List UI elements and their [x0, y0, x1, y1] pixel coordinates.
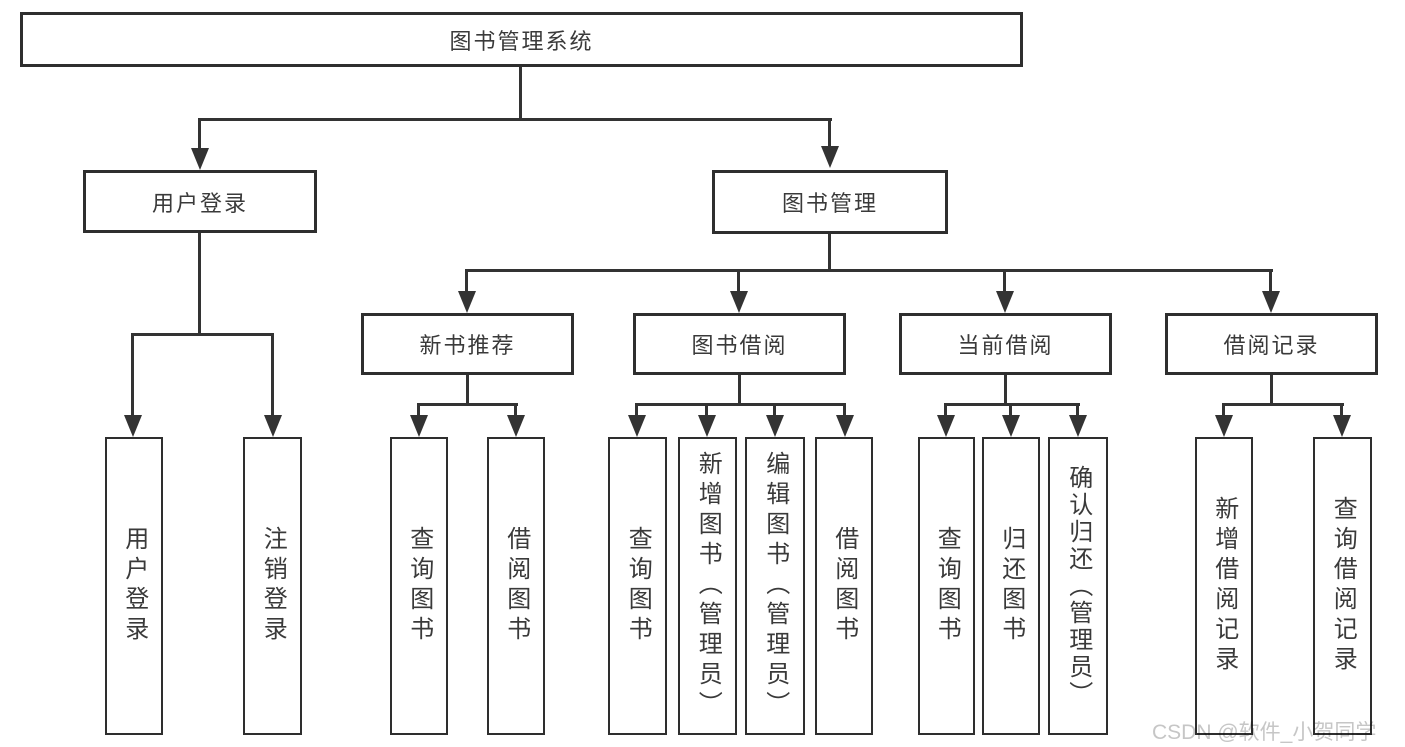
arrow-down-icon — [191, 148, 209, 170]
leaf-confirm-return-admin: 确认归还（管理员） — [1048, 437, 1108, 735]
node-borrowing-records: 借阅记录 — [1165, 313, 1378, 375]
leaf-query-books-current: 查询图书 — [918, 437, 975, 735]
node-label: 查询图书 — [624, 526, 652, 646]
connector-line — [773, 403, 776, 416]
connector-line — [1004, 375, 1007, 406]
leaf-edit-books-admin: 编辑图书（管理员） — [745, 437, 805, 735]
connector-line — [737, 269, 740, 293]
arrow-down-icon — [458, 291, 476, 313]
connector-line — [1009, 403, 1012, 416]
arrow-down-icon — [1069, 415, 1087, 437]
connector-line — [828, 234, 831, 272]
connector-line — [271, 333, 274, 417]
arrow-down-icon — [766, 415, 784, 437]
arrow-down-icon — [821, 146, 839, 168]
connector-line — [131, 333, 274, 336]
connector-line — [705, 403, 708, 416]
leaf-add-books-admin: 新增图书（管理员） — [678, 437, 737, 735]
arrow-down-icon — [124, 415, 142, 437]
node-label: 借阅图书 — [830, 526, 858, 646]
connector-line — [843, 403, 846, 416]
leaf-logout: 注销登录 — [243, 437, 302, 735]
connector-line — [1222, 403, 1344, 406]
node-label: 确认归还（管理员） — [1064, 464, 1092, 708]
leaf-query-borrow-record: 查询借阅记录 — [1313, 437, 1372, 735]
arrow-down-icon — [1333, 415, 1351, 437]
node-label: 查询借阅记录 — [1329, 496, 1357, 676]
connector-line — [466, 375, 469, 406]
connector-line — [738, 375, 741, 406]
leaf-borrow-books-recommend: 借阅图书 — [487, 437, 545, 735]
node-label: 图书借阅 — [691, 333, 788, 358]
connector-line — [944, 403, 1080, 406]
node-label: 用户登录 — [120, 526, 148, 646]
leaf-borrow-books-borrowing: 借阅图书 — [815, 437, 873, 735]
node-current-borrowing: 当前借阅 — [899, 313, 1112, 375]
arrow-down-icon — [730, 291, 748, 313]
connector-line — [198, 118, 201, 150]
leaf-query-books-recommend: 查询图书 — [390, 437, 448, 735]
connector-line — [465, 269, 468, 293]
node-label: 当前借阅 — [957, 333, 1054, 358]
connector-line — [1340, 403, 1343, 416]
arrow-down-icon — [264, 415, 282, 437]
node-book-management: 图书管理 — [712, 170, 948, 234]
node-label: 新书推荐 — [419, 333, 516, 358]
connector-line — [1269, 269, 1272, 293]
connector-line — [1222, 403, 1225, 416]
leaf-user-login: 用户登录 — [105, 437, 163, 735]
node-label: 归还图书 — [997, 526, 1025, 646]
connector-line — [198, 233, 201, 336]
connector-line — [1076, 403, 1079, 416]
leaf-return-books: 归还图书 — [982, 437, 1040, 735]
arrow-down-icon — [937, 415, 955, 437]
arrow-down-icon — [836, 415, 854, 437]
node-label: 新增图书（管理员） — [694, 451, 722, 721]
node-label: 图书管理 — [781, 191, 878, 216]
connector-line — [417, 403, 518, 406]
node-label: 查询图书 — [933, 526, 961, 646]
node-new-book-recommend: 新书推荐 — [361, 313, 574, 375]
node-book-borrowing: 图书借阅 — [633, 313, 846, 375]
leaf-query-books-borrowing: 查询图书 — [608, 437, 667, 735]
connector-line — [198, 118, 832, 121]
node-label: 编辑图书（管理员） — [761, 451, 789, 721]
connector-line — [1270, 375, 1273, 406]
arrow-down-icon — [507, 415, 525, 437]
node-label: 用户登录 — [151, 190, 248, 216]
arrow-down-icon — [628, 415, 646, 437]
connector-line — [131, 333, 134, 417]
node-library-system: 图书管理系统 — [20, 12, 1023, 67]
arrow-down-icon — [996, 291, 1014, 313]
node-label: 借阅记录 — [1223, 333, 1320, 358]
node-label: 注销登录 — [259, 526, 287, 646]
node-label: 借阅图书 — [502, 526, 530, 646]
arrow-down-icon — [1215, 415, 1233, 437]
connector-line — [944, 403, 947, 416]
connector-line — [514, 403, 517, 416]
node-user-login: 用户登录 — [83, 170, 317, 233]
leaf-add-borrow-record: 新增借阅记录 — [1195, 437, 1253, 735]
arrow-down-icon — [698, 415, 716, 437]
node-label: 图书管理系统 — [449, 28, 594, 54]
csdn-watermark: CSDN @软件_小贺同学 — [1152, 721, 1377, 744]
arrow-down-icon — [1002, 415, 1020, 437]
connector-line — [1003, 269, 1006, 293]
connector-line — [635, 403, 846, 406]
connector-line — [417, 403, 420, 416]
arrow-down-icon — [410, 415, 428, 437]
connector-line — [828, 118, 831, 148]
connector-line — [635, 403, 638, 416]
arrow-down-icon — [1262, 291, 1280, 313]
node-label: 查询图书 — [405, 526, 433, 646]
connector-line — [465, 269, 1273, 272]
connector-line — [519, 67, 522, 120]
node-label: 新增借阅记录 — [1210, 496, 1238, 676]
